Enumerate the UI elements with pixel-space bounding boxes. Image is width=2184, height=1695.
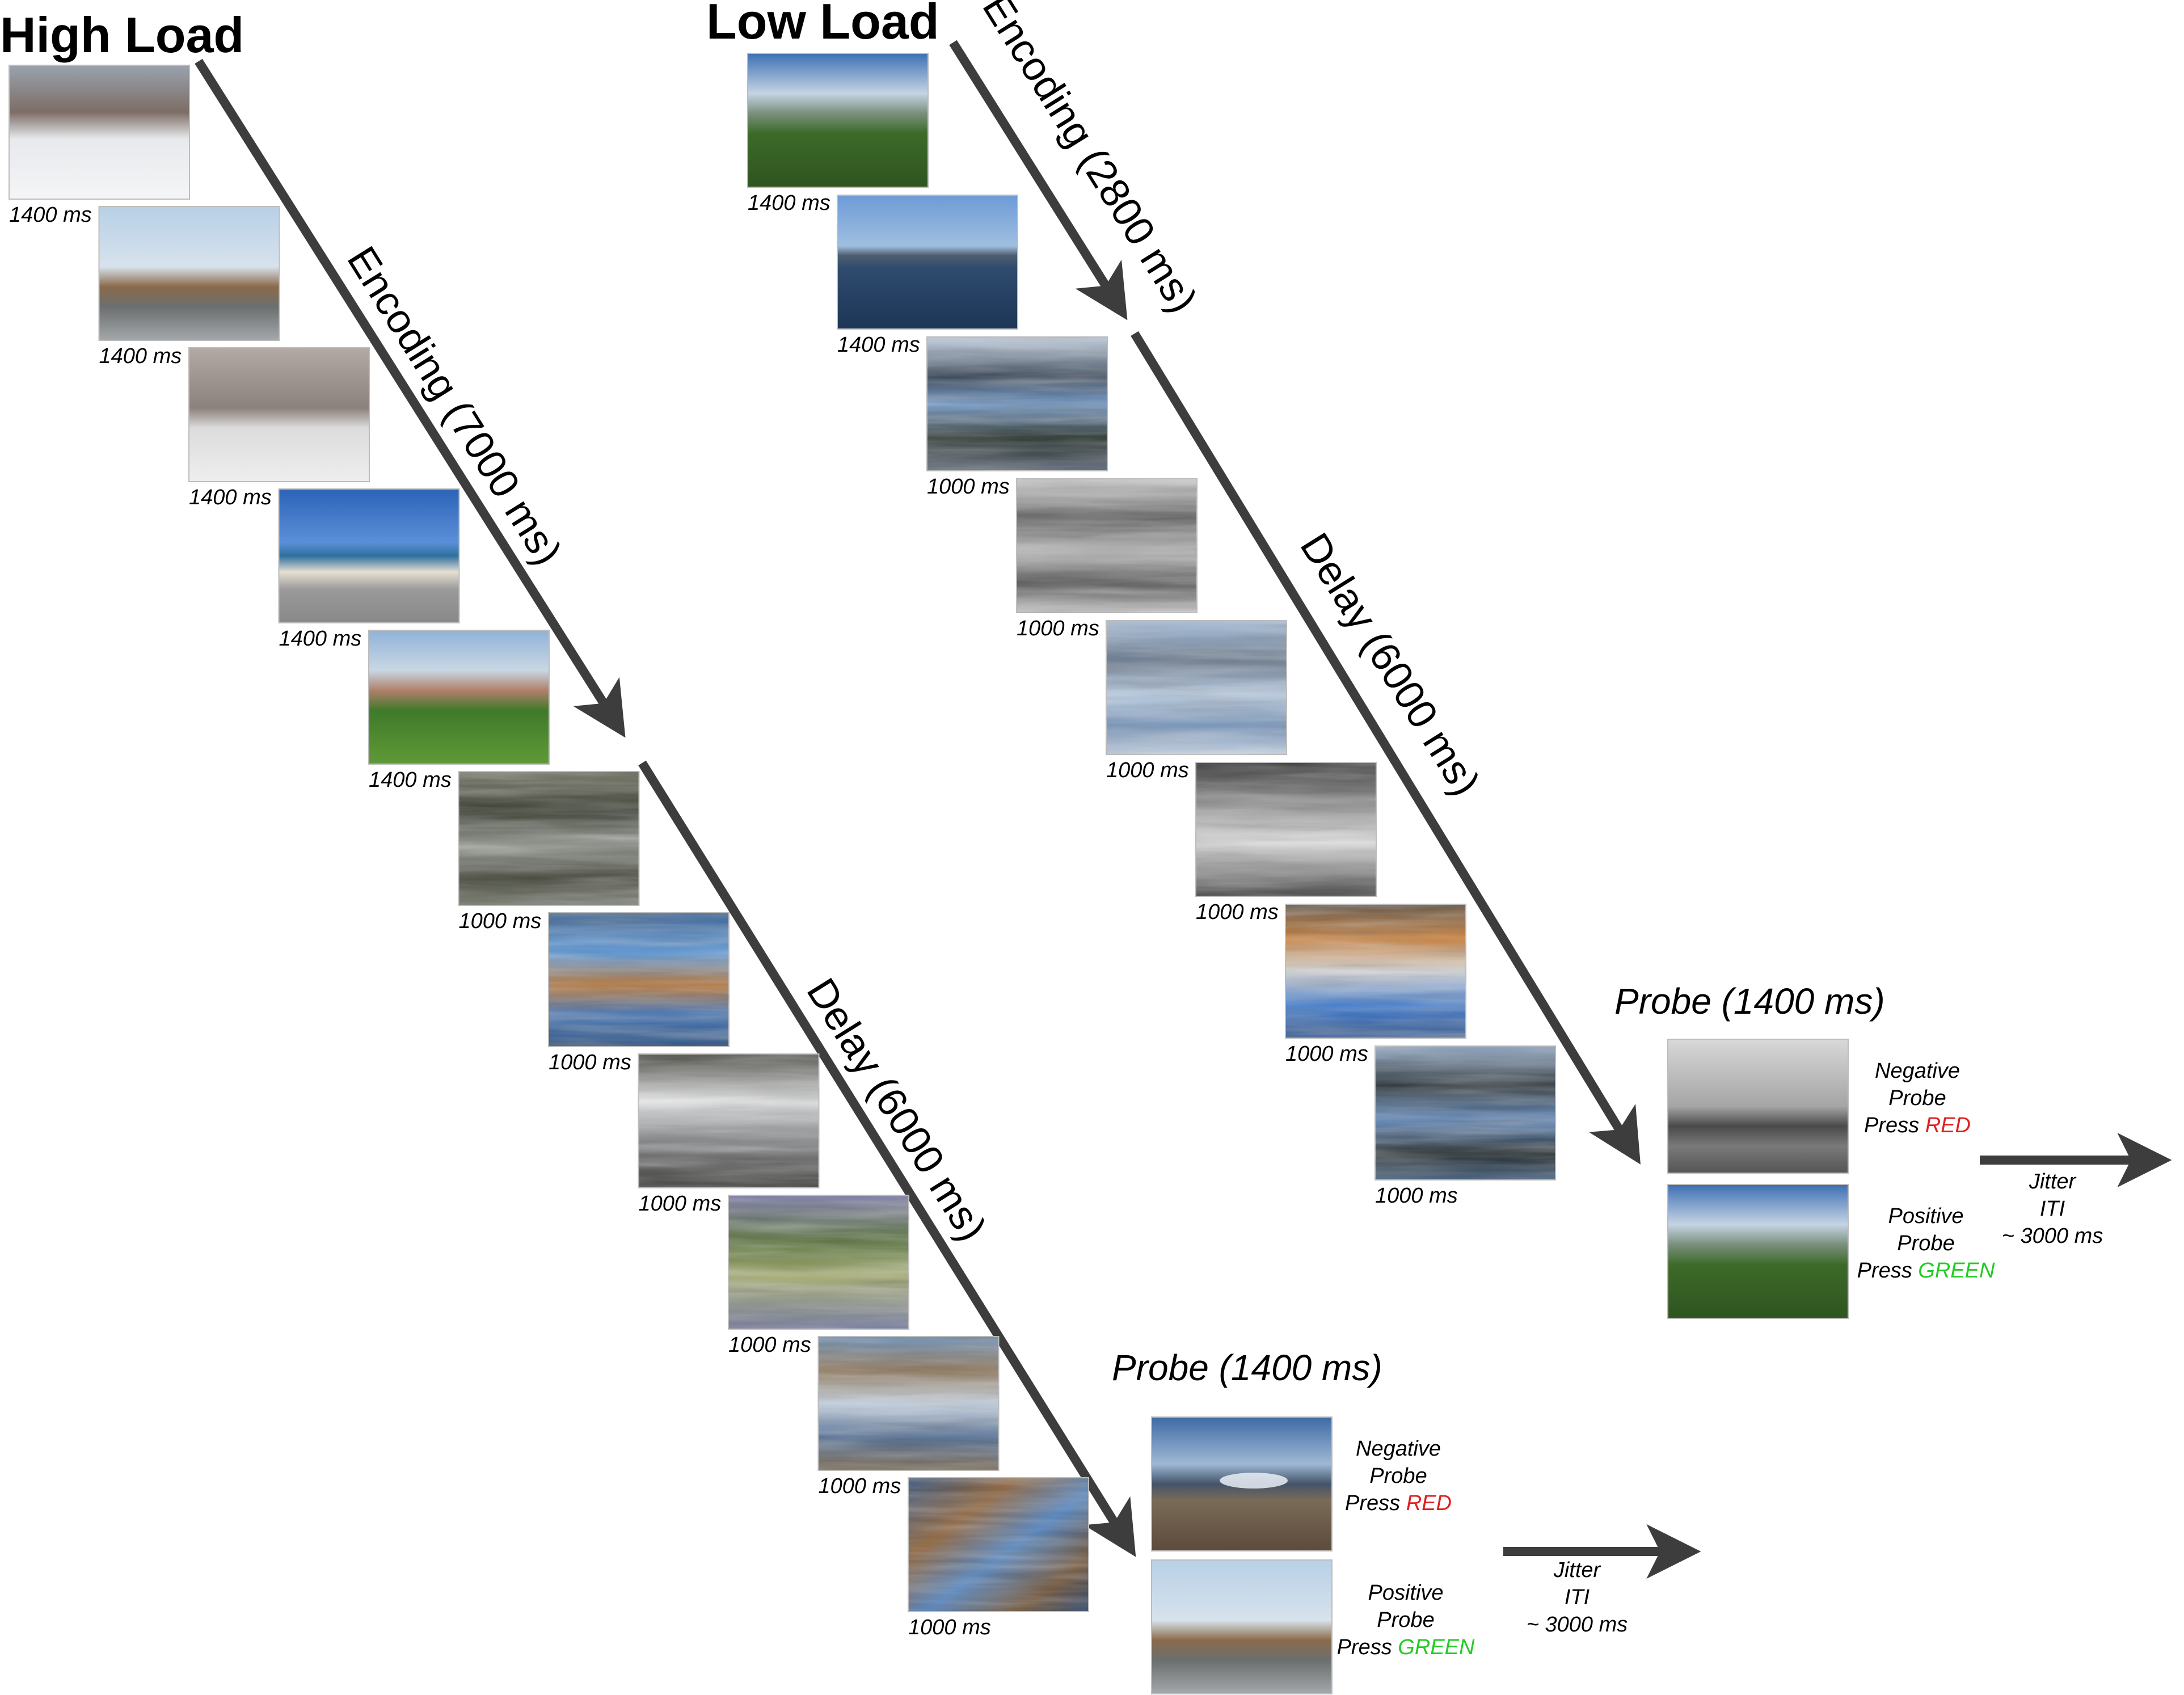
high-delay-mask-texture-7: [549, 913, 729, 1047]
high-load-arrows: [195, 58, 1136, 1557]
low-jitter-line2: ITI: [2040, 1197, 2065, 1221]
high-delay-arrow: [638, 760, 1136, 1557]
low-load-image-sequence: 1400 ms 1400 ms 1000 ms 1000 ms 1000 ms 1000 …: [747, 53, 1556, 1208]
low-duration-caption-2: 1400 ms: [837, 333, 920, 357]
high-duration-caption-4: 1400 ms: [279, 627, 362, 651]
low-duration-caption-5: 1000 ms: [1106, 758, 1189, 782]
low-negative-key: RED: [1925, 1114, 1971, 1137]
low-delay-mask-texture-3: [927, 337, 1107, 471]
high-delay-mask-texture-8: [638, 1054, 819, 1188]
high-duration-caption-2: 1400 ms: [99, 344, 182, 368]
high-load-title: High Load: [0, 7, 244, 63]
low-positive-line3: Press GREEN: [1857, 1259, 1995, 1283]
low-positive-probe-image: [1667, 1184, 1849, 1319]
high-negative-key: RED: [1406, 1491, 1452, 1515]
high-probe-title: Probe (1400 ms): [1112, 1347, 1382, 1388]
low-delay-mask-texture-4: [1017, 479, 1197, 613]
high-encoding-image-2: [98, 206, 280, 341]
high-positive-probe-image: [1151, 1559, 1333, 1694]
high-negative-line2: Probe: [1369, 1464, 1427, 1488]
high-negative-line1: Negative: [1356, 1437, 1441, 1461]
low-duration-caption-4: 1000 ms: [1017, 617, 1099, 640]
low-duration-caption-8: 1000 ms: [1375, 1184, 1458, 1208]
high-jitter-line3: ~ 3000 ms: [1527, 1613, 1628, 1637]
high-duration-caption-9: 1000 ms: [728, 1333, 811, 1357]
high-positive-line3: Press GREEN: [1337, 1635, 1475, 1659]
low-jitter-line1: Jitter: [2029, 1170, 2077, 1194]
high-positive-line1: Positive: [1368, 1581, 1443, 1605]
low-positive-press: Press: [1857, 1259, 1919, 1283]
high-duration-caption-1: 1400 ms: [9, 203, 92, 227]
low-negative-line3: Press RED: [1864, 1114, 1971, 1137]
high-duration-caption-7: 1000 ms: [549, 1051, 631, 1074]
high-negative-probe-glare: [1220, 1473, 1288, 1489]
high-encoding-image-3: [188, 347, 370, 482]
high-positive-key: GREEN: [1398, 1635, 1475, 1659]
high-delay-mask-texture-9: [728, 1195, 909, 1329]
high-duration-caption-5: 1400 ms: [369, 768, 452, 792]
low-duration-caption-7: 1000 ms: [1285, 1042, 1368, 1066]
high-probe-panel: Probe (1400 ms) Negative Probe Press RED…: [1112, 1347, 1701, 1694]
high-duration-caption-3: 1400 ms: [189, 486, 272, 509]
low-negative-press: Press: [1864, 1114, 1925, 1137]
high-negative-press: Press: [1345, 1491, 1406, 1515]
high-encoding-arrow: [195, 58, 626, 738]
low-delay-mask-texture-6: [1196, 762, 1376, 896]
low-positive-line2: Probe: [1897, 1232, 1954, 1255]
high-duration-caption-11: 1000 ms: [908, 1616, 991, 1639]
low-negative-line2: Probe: [1888, 1086, 1946, 1110]
low-delay-mask-texture-5: [1106, 621, 1287, 754]
high-delay-mask-texture-10: [818, 1336, 999, 1470]
low-probe-title: Probe (1400 ms): [1614, 981, 1885, 1022]
high-encoding-image-4: [278, 488, 460, 623]
high-encoding-image-1: [9, 65, 190, 200]
high-duration-caption-10: 1000 ms: [819, 1474, 901, 1498]
low-encoding-image-2: [837, 195, 1018, 330]
high-duration-caption-6: 1000 ms: [459, 909, 542, 933]
low-positive-key: GREEN: [1918, 1259, 1995, 1283]
high-positive-line2: Probe: [1377, 1608, 1434, 1632]
high-duration-caption-8: 1000 ms: [639, 1192, 722, 1216]
high-encoding-image-5: [368, 630, 550, 765]
high-delay-mask-texture-11: [908, 1478, 1089, 1612]
low-encoding-image-1: [747, 53, 929, 188]
low-duration-caption-6: 1000 ms: [1196, 900, 1279, 924]
low-probe-panel: Probe (1400 ms) Negative Probe Press RED…: [1614, 981, 2172, 1319]
low-delay-arrow: [1131, 331, 1641, 1165]
high-jitter-line1: Jitter: [1553, 1558, 1601, 1582]
low-negative-line1: Negative: [1875, 1059, 1960, 1083]
low-positive-line1: Positive: [1888, 1204, 1963, 1228]
low-encoding-arrow: [949, 40, 1128, 321]
low-duration-caption-1: 1400 ms: [748, 191, 830, 215]
high-jitter-line2: ITI: [1565, 1586, 1590, 1609]
low-load-title: Low Load: [706, 0, 939, 49]
low-delay-mask-texture-7: [1285, 904, 1466, 1038]
low-duration-caption-3: 1000 ms: [927, 475, 1010, 499]
high-delay-mask-texture-6: [458, 771, 639, 905]
low-delay-mask-texture-8: [1375, 1046, 1555, 1180]
high-negative-line3: Press RED: [1345, 1491, 1452, 1515]
low-negative-probe-image: [1667, 1039, 1849, 1174]
low-jitter-line3: ~ 3000 ms: [2002, 1224, 2103, 1248]
high-load-image-sequence: 1400 ms 1400 ms 1400 ms 1400 ms 1400 ms 1000 …: [9, 65, 1089, 1639]
high-positive-press: Press: [1337, 1635, 1398, 1659]
low-load-arrows: [949, 40, 1641, 1165]
